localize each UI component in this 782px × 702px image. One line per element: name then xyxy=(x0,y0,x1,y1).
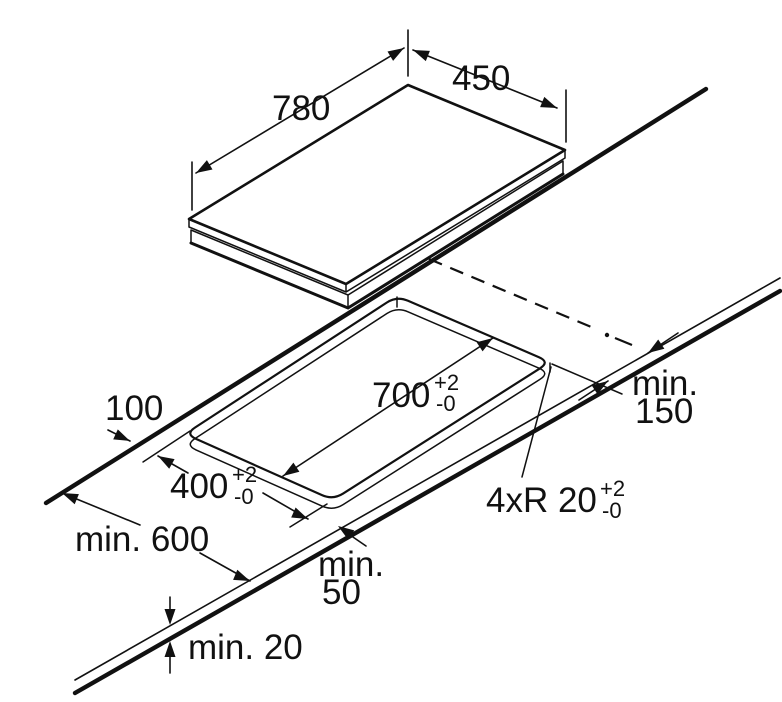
worktop-cutout xyxy=(189,296,551,509)
tolerance-minus: -0 xyxy=(234,484,254,509)
dim-hob-length: 780 xyxy=(191,29,409,211)
hob-top-surface xyxy=(187,83,567,286)
dim-label-700: 700 xyxy=(372,376,430,415)
dimension-line xyxy=(195,47,405,174)
dim-label-4xr20: 4xR 20 xyxy=(486,481,597,520)
dim-label-min20: min. 20 xyxy=(188,628,303,667)
hob-glass-bottom-edges xyxy=(188,149,566,293)
dim-label-780: 780 xyxy=(272,89,330,128)
dim-label-150: 150 xyxy=(635,392,693,431)
leader-line xyxy=(349,534,367,547)
hob xyxy=(187,83,567,310)
dim-front-clearance: min. 50 xyxy=(318,526,384,612)
arrowhead xyxy=(158,456,175,469)
arrowhead xyxy=(476,338,493,352)
cutout-corner-extension-line xyxy=(551,363,623,395)
dim-hob-width: 450 xyxy=(412,49,567,143)
dim-worktop-thickness: min. 20 xyxy=(164,596,303,674)
dim-cutout-width: 400 +2 -0 xyxy=(157,455,309,520)
dim-corner-radius: 4xR 20 +2 -0 xyxy=(486,476,625,523)
cutout-inner-depth-outline xyxy=(189,309,546,509)
worktop-front-edge-top-line xyxy=(74,277,781,681)
tolerance-plus: +2 xyxy=(232,462,257,487)
arrowhead xyxy=(413,50,430,62)
worktop-rear-edge-line xyxy=(43,86,709,506)
arrowhead xyxy=(164,641,176,657)
arrowhead xyxy=(540,96,557,108)
arrowhead xyxy=(338,526,355,540)
arrowhead xyxy=(291,507,308,519)
projection-dashed-line xyxy=(428,257,597,331)
arrowhead xyxy=(387,48,404,61)
arrowhead xyxy=(283,462,300,476)
dim-label-min: min. xyxy=(632,364,698,403)
hob-body-bottom-edges xyxy=(189,172,565,310)
dim-label-50: 50 xyxy=(322,573,361,612)
dim-label-450: 450 xyxy=(452,59,510,98)
dim-cutout-length: 700 +2 -0 xyxy=(282,337,494,477)
dim-worktop-depth: min. 600 xyxy=(61,492,251,582)
projection-end-dash xyxy=(614,336,633,347)
corner-radius-leader-line xyxy=(521,366,552,478)
dim-side-clearance: min. 150 xyxy=(578,332,698,431)
hob-body-top-edges xyxy=(190,160,564,309)
dim-label-100: 100 xyxy=(105,389,163,428)
arrowhead xyxy=(591,381,608,395)
arrowhead xyxy=(113,429,130,441)
projection-dot xyxy=(604,332,610,338)
tolerance-minus: -0 xyxy=(602,498,622,523)
tolerance-minus: -0 xyxy=(436,391,456,416)
cutout-rear-extension-line xyxy=(142,430,191,463)
dim-label-400: 400 xyxy=(170,467,228,506)
hob-body-side-face xyxy=(191,161,563,308)
worktop-front-edge-bottom-line xyxy=(72,288,782,696)
dim-rear-clearance: 100 xyxy=(105,389,163,442)
tolerance-plus: +2 xyxy=(434,370,459,395)
arrowhead xyxy=(164,609,176,625)
arrowhead xyxy=(648,339,665,353)
tolerance-plus: +2 xyxy=(600,476,625,501)
dimension-line xyxy=(282,337,494,477)
dim-label-min: min. xyxy=(318,545,384,584)
dimension-line xyxy=(412,49,558,109)
arrowhead xyxy=(62,493,79,505)
cutout-front-extension-line xyxy=(289,503,328,528)
dim-label-min600: min. 600 xyxy=(75,520,209,559)
arrowhead xyxy=(196,160,213,173)
arrowhead xyxy=(233,569,250,581)
cutout-opening-outline xyxy=(189,297,546,499)
